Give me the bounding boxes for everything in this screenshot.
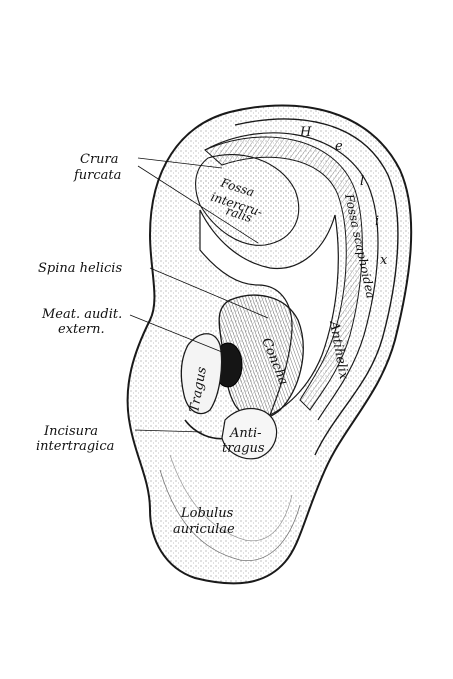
label-meatus-1: Meat. audit. — [41, 307, 122, 322]
leader-spina — [149, 267, 269, 319]
label-helix-H: H — [299, 125, 312, 140]
leader-crura-2 — [137, 165, 259, 244]
label-lobulus-2: auriculae — [173, 522, 235, 537]
label-helix-i: i — [375, 214, 379, 229]
label-meatus-2: extern. — [58, 322, 105, 337]
leader-meatus — [129, 314, 223, 353]
lobule-contour — [159, 469, 301, 562]
label-lobulus-1: Lobulus — [180, 506, 234, 521]
label-helix-x: x — [380, 253, 388, 268]
label-crura-2: furcata — [73, 168, 121, 183]
leader-incisura — [134, 429, 203, 433]
label-spina: Spina helicis — [38, 261, 122, 276]
label-incisura-2: intertragica — [36, 439, 114, 454]
label-crura-1: Crura — [80, 152, 119, 167]
tragus-shape — [180, 333, 223, 415]
fossa-scaphoidea-shape — [204, 136, 363, 411]
antitragus-shape — [221, 407, 278, 460]
label-antitragus-2: tragus — [222, 441, 265, 456]
label-incisura-1: Incisura — [43, 424, 98, 439]
label-helix-l: l — [360, 174, 364, 189]
helix-rim — [234, 118, 399, 456]
label-helix-e: e — [335, 139, 343, 154]
fossa-intercruralis-shape — [195, 154, 300, 246]
antihelix-shape — [199, 209, 339, 417]
lobule-contour-2 — [169, 454, 293, 542]
label-antitragus-1: Anti- — [229, 426, 262, 441]
helix-inner-edge — [204, 132, 379, 421]
leader-crura-1 — [137, 157, 223, 169]
